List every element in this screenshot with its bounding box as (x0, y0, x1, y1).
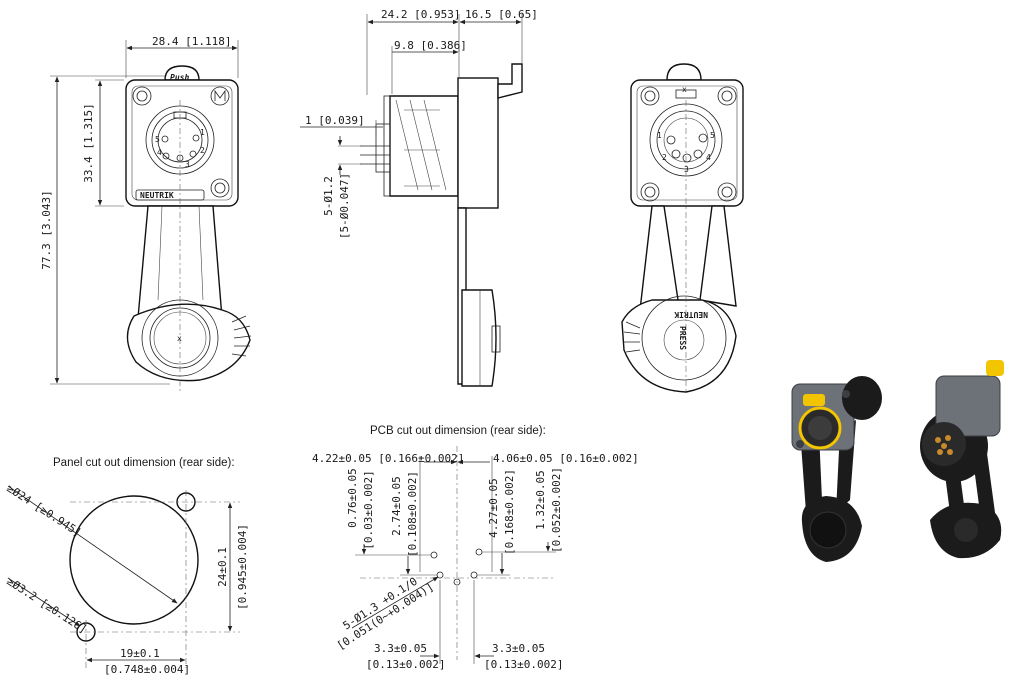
pcb-left-top: 4.22±0.05 [0.166±0.002] (312, 452, 464, 465)
pcb-v2-mm: 2.74±0.05 (390, 476, 403, 536)
pcb-cutout: PCB cut out dimension (rear side): 4.22±… (312, 425, 639, 671)
panel-width-mm: 19±0.1 (120, 647, 160, 660)
rear-center-mark: x (682, 85, 687, 94)
dim-height-square: 33.4 [1.315] (82, 103, 95, 182)
pcb-v4-in: [0.052±0.002] (550, 467, 563, 553)
panel-height-mm: 24±0.1 (216, 547, 229, 587)
push-label: Push (170, 73, 189, 82)
pcb-right-top: 4.06±0.05 [0.16±0.002] (493, 452, 639, 465)
front-pin-5: 5 (155, 135, 160, 144)
pcb-cutout-title: PCB cut out dimension (rear side): (370, 425, 546, 437)
pcb-bottom-left-mm: 3.3±0.05 (374, 642, 427, 655)
rear-pin-4: 4 (706, 153, 711, 162)
panel-width-in: [0.748±0.004] (104, 663, 190, 676)
dim-pin-dia-in: [5-Ø0.047] (338, 173, 351, 239)
panel-height-in: [0.945±0.004] (236, 524, 249, 610)
product-render-front (791, 376, 882, 562)
panel-cutout-title: Panel cut out dimension (rear side): (53, 457, 235, 469)
front-pin-3: 3 (185, 160, 190, 169)
pcb-v4-mm: 1.32±0.05 (534, 470, 547, 530)
center-mark: x (177, 334, 182, 343)
dim-pin-offset: 1 [0.039] (305, 114, 365, 127)
dim-height-total: 77.3 [3.043] (40, 190, 53, 269)
panel-cutout: Panel cut out dimension (rear side): ≥Ø2… (4, 457, 249, 676)
front-pin-1: 1 (200, 128, 205, 137)
rear-pin-5: 5 (710, 131, 715, 140)
pcb-v3-mm: 4.27±0.05 (487, 478, 500, 538)
pcb-v2-in: [0.108±0.002] (406, 471, 419, 557)
side-dimensions: 24.2 [0.953] 16.5 [0.65] 9.8 [0.386] 1 [… (300, 8, 538, 239)
pcb-bottom-right-in: [0.13±0.002] (484, 658, 563, 671)
front-dimensions: 28.4 [1.118] 33.4 [1.315] 77.3 [3.043] P… (40, 35, 239, 385)
pcb-bottom-right-mm: 3.3±0.05 (492, 642, 545, 655)
front-pin-4: 4 (157, 148, 162, 157)
dim-side-flange: 9.8 [0.386] (394, 39, 467, 52)
front-view (125, 65, 252, 392)
rear-brand-label: NEUTRIK (674, 310, 708, 319)
pcb-v3-in: [0.168±0.002] (503, 469, 516, 555)
panel-big-dia: ≥Ø24 [≥0.945] (4, 482, 83, 540)
rear-pin-2: 2 (662, 153, 667, 162)
pcb-v1-in: [0.03±0.002] (362, 470, 375, 549)
press-label: PRESS (678, 326, 687, 350)
dim-pin-dia-mm: 5-Ø1.2 (322, 176, 335, 216)
rear-pin-3: 3 (684, 165, 689, 174)
rear-view: x NEUTRIK PRESS 1 2 3 4 5 (621, 63, 744, 393)
dim-width-top: 28.4 [1.118] (152, 35, 231, 48)
front-pin-2: 2 (200, 146, 205, 155)
product-render-rear (920, 360, 1004, 559)
side-view (360, 63, 523, 387)
dim-side-depth: 24.2 [0.953] (381, 8, 460, 21)
dim-side-latch: 16.5 [0.65] (465, 8, 538, 21)
pcb-v1-mm: 0.76±0.05 (346, 468, 359, 528)
pcb-bottom-left-in: [0.13±0.002] (366, 658, 445, 671)
rear-pin-1: 1 (657, 131, 662, 140)
brand-label: NEUTRIK (140, 191, 174, 200)
